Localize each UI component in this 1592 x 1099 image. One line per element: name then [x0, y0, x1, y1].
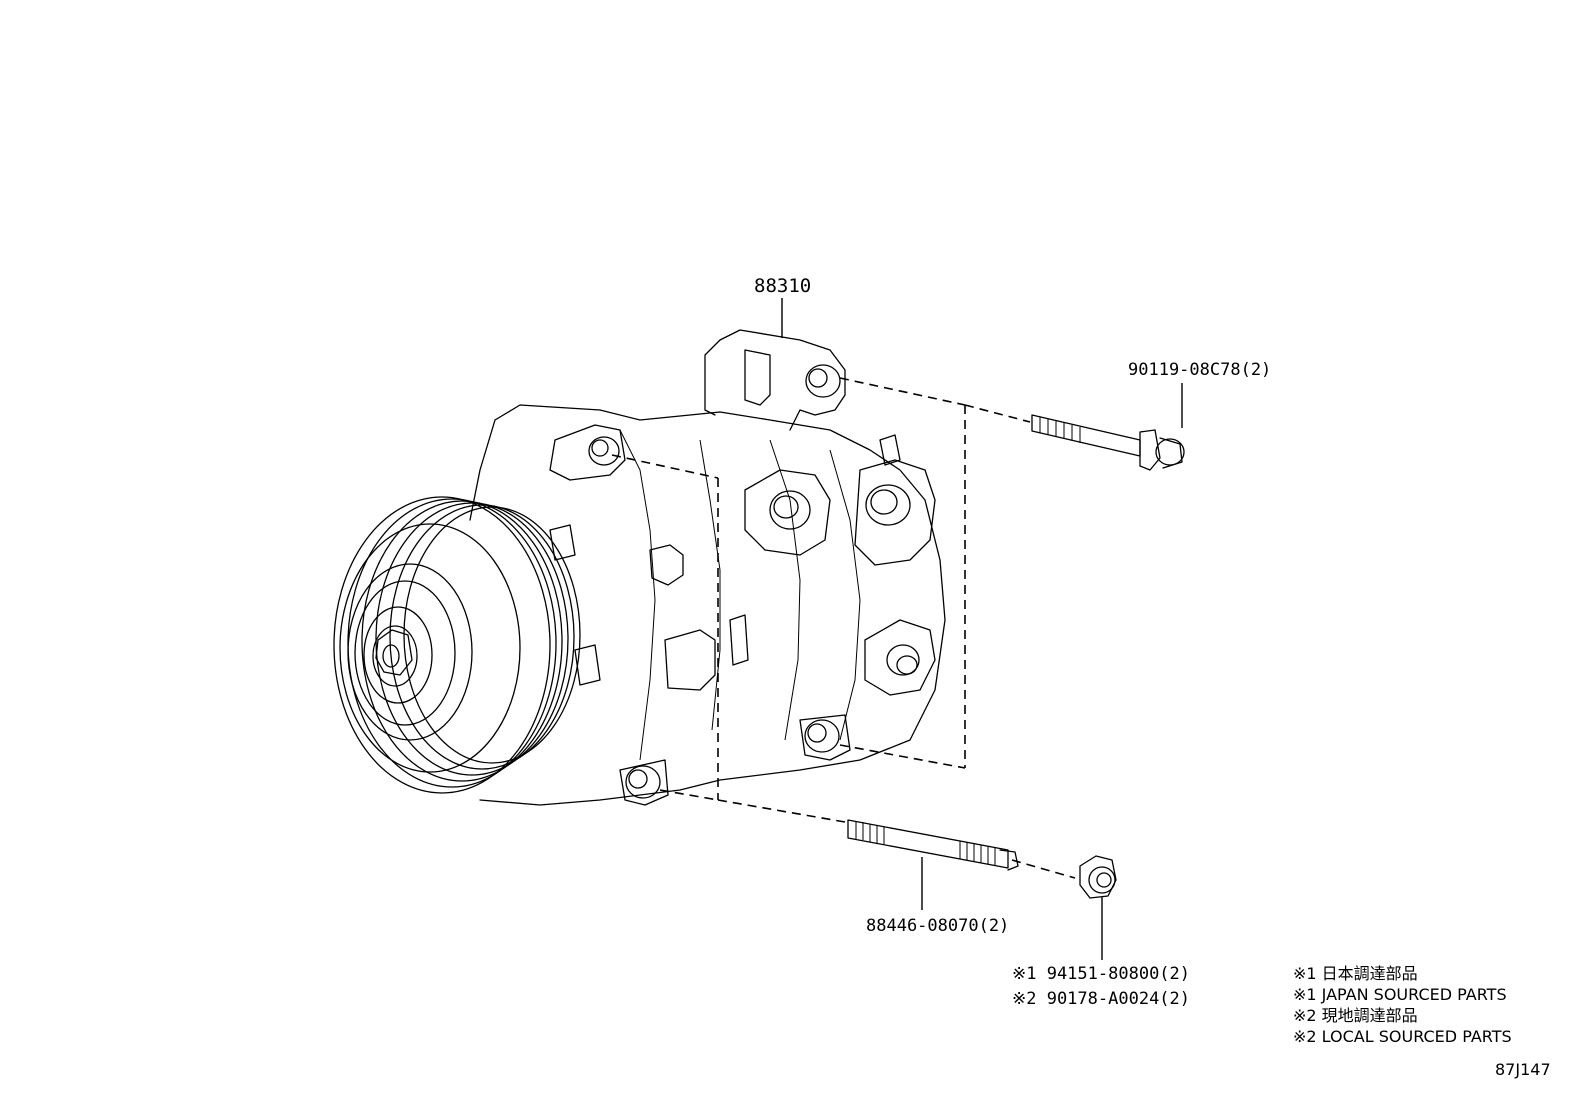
label-nut-94151[interactable]: ※1 94151-80800(2)	[1012, 964, 1191, 984]
pulley-illustration	[333, 496, 581, 794]
label-stud-bolt-88446[interactable]: 88446-08070(2)	[866, 916, 1010, 936]
label-nut-90178[interactable]: ※2 90178-A0024(2)	[1012, 989, 1191, 1009]
assembly-lines	[611, 377, 1076, 879]
legend-line-local-jp: ※2 現地調達部品	[1293, 1006, 1418, 1025]
legend-line-japan-en: ※1 JAPAN SOURCED PARTS	[1293, 985, 1507, 1004]
legend-line-local-en: ※2 LOCAL SOURCED PARTS	[1293, 1027, 1512, 1046]
leader-lines	[781, 298, 1183, 960]
stud-bolt-illustration	[847, 819, 1019, 871]
illustration-code: 87J147	[1495, 1060, 1551, 1079]
label-compressor-88310[interactable]: 88310	[754, 275, 812, 297]
compressor-illustration	[469, 329, 946, 806]
legend-line-japan-jp: ※1 日本調達部品	[1293, 964, 1418, 983]
upper-bolt-illustration	[1031, 414, 1185, 471]
label-bolt-90119[interactable]: 90119-08C78(2)	[1128, 360, 1272, 380]
nut-illustration	[1079, 855, 1117, 899]
